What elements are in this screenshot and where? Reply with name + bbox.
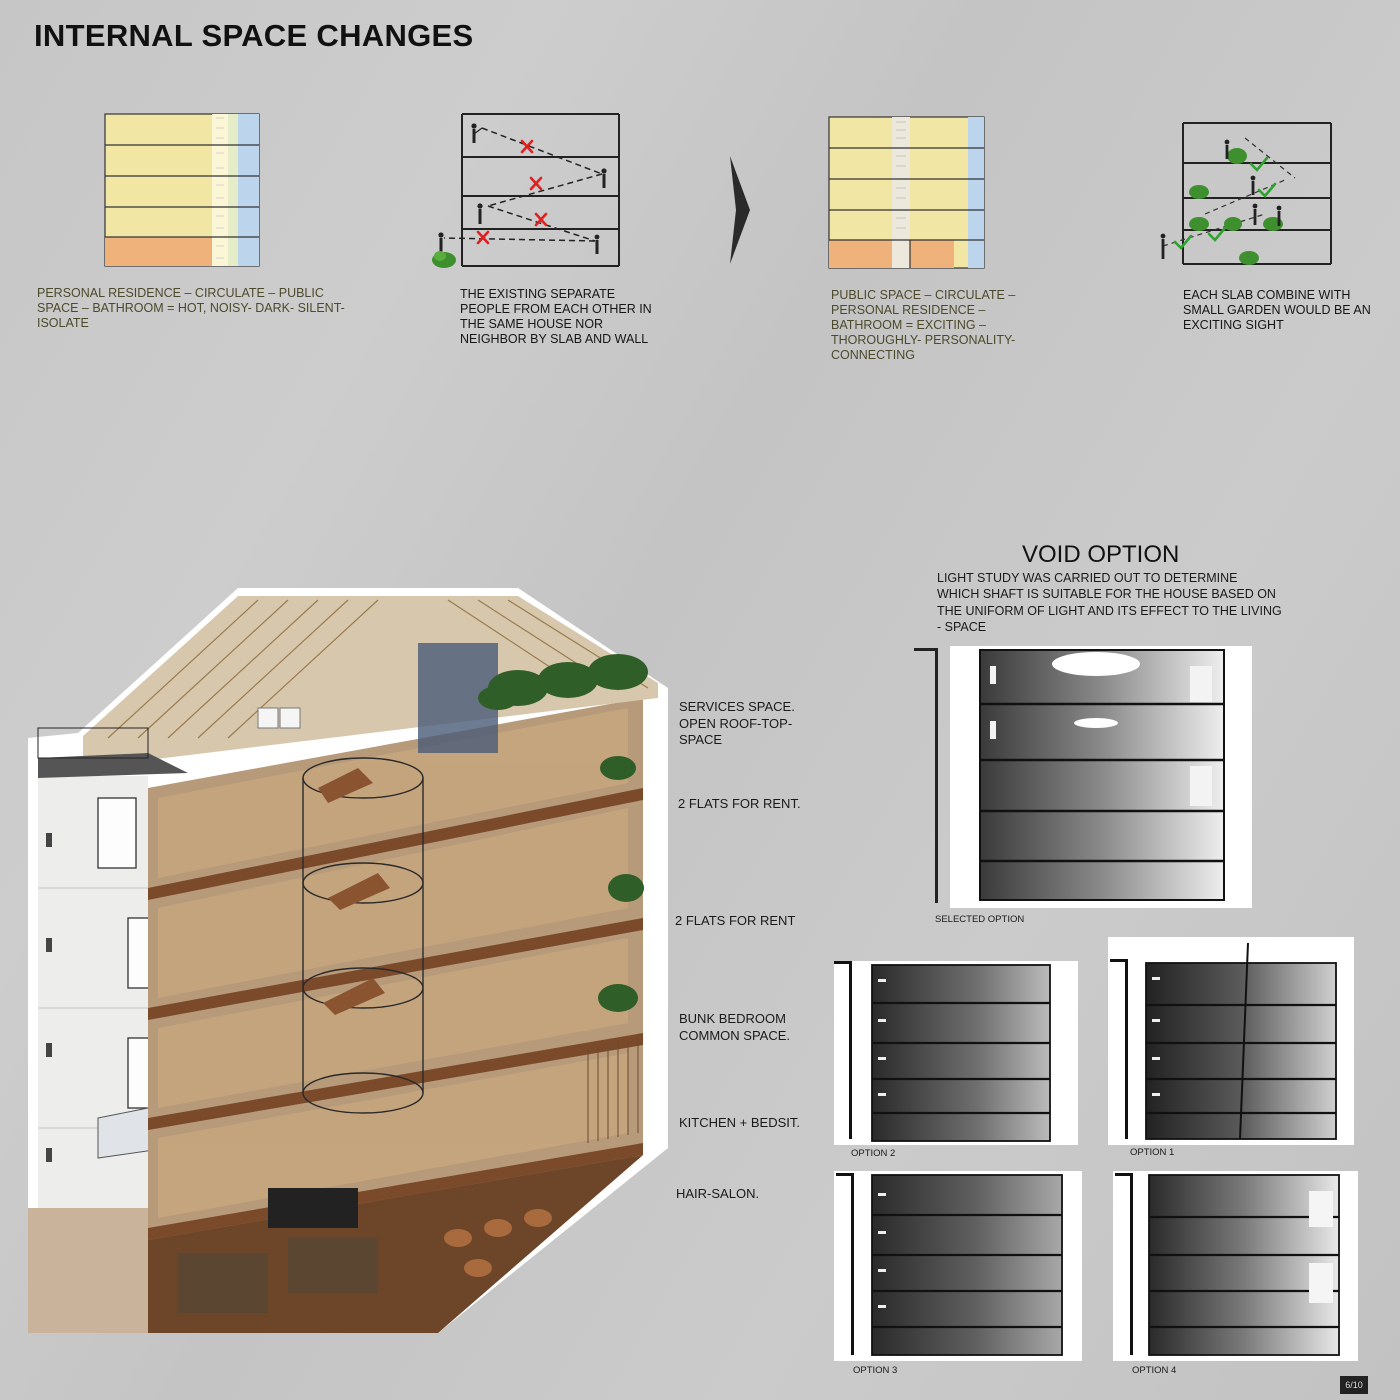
- option-1-label: OPTION 1: [1130, 1147, 1175, 1158]
- void-option-description: LIGHT STUDY WAS CARRIED OUT TO DETERMINE…: [937, 571, 1282, 634]
- selected-option-label: SELECTED OPTION: [935, 914, 1025, 925]
- before-zoning-diagram: [104, 113, 260, 267]
- after-garden-caption: EACH SLAB COMBINE WITH SMALL GARDEN WOUL…: [1183, 288, 1371, 332]
- building-section-perspective: [28, 588, 668, 1333]
- transition-arrow-icon: [730, 156, 750, 264]
- section-label-bunk-bedroom: BUNK BEDROOM COMMON SPACE.: [679, 1011, 790, 1043]
- section-label-rooftop: SERVICES SPACE. OPEN ROOF-TOP-SPACE: [679, 699, 795, 747]
- option-4-render: [1113, 1171, 1358, 1361]
- after-garden-diagram: [1160, 122, 1332, 265]
- after-zoning-caption: PUBLIC SPACE – CIRCULATE – PERSONAL RESI…: [831, 288, 1016, 362]
- after-zoning-diagram: [828, 116, 985, 269]
- before-zoning-caption: PERSONAL RESIDENCE – CIRCULATE – PUBLIC …: [37, 286, 345, 330]
- option-2-label: OPTION 2: [851, 1148, 896, 1159]
- option-3-label: OPTION 3: [853, 1365, 898, 1376]
- section-label-flats-lower: 2 FLATS FOR RENT: [675, 913, 796, 928]
- before-people-caption: THE EXISTING SEPARATE PEOPLE FROM EACH O…: [460, 287, 652, 346]
- page-title: INTERNAL SPACE CHANGES: [34, 18, 474, 53]
- section-label-hair-salon: HAIR-SALON.: [676, 1186, 760, 1201]
- before-people-diagram: [432, 113, 620, 268]
- void-option-title: VOID OPTION: [1022, 541, 1180, 568]
- selected-option-render: [914, 646, 1252, 908]
- option-3-render: [834, 1171, 1082, 1361]
- option-4-label: OPTION 4: [1132, 1365, 1177, 1376]
- option-2-render: [834, 961, 1078, 1145]
- section-label-flats-upper: 2 FLATS FOR RENT.: [678, 796, 801, 811]
- page-number: 6/10: [1340, 1376, 1368, 1394]
- option-1-render: [1108, 937, 1354, 1145]
- section-label-kitchen: KITCHEN + BEDSIT.: [679, 1115, 800, 1130]
